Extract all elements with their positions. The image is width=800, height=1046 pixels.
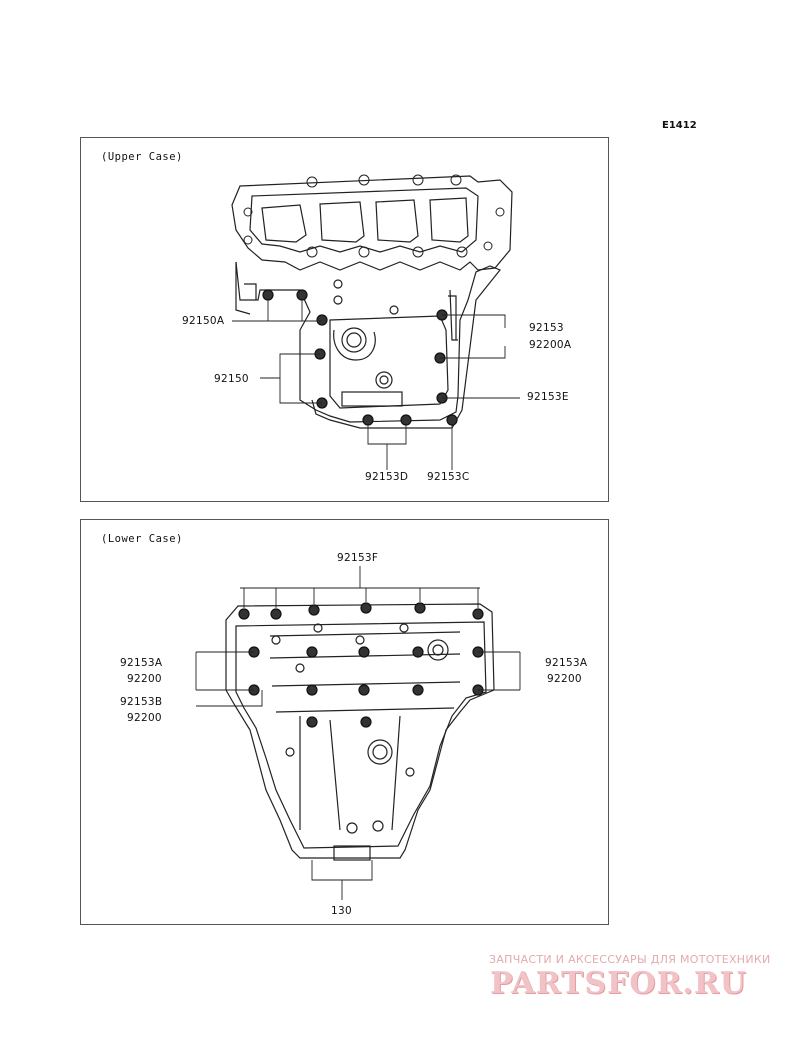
label-92153C: 92153C [427,471,470,483]
label-92153: 92153 [529,322,564,334]
label-92200-left-1: 92200 [127,673,162,685]
lower-case-panel [80,519,609,925]
label-92150: 92150 [214,373,249,385]
label-92153B: 92153B [120,696,163,708]
label-92150A: 92150A [182,315,225,327]
watermark-brand: PARTSFOR.RU [490,966,747,1001]
label-92200A: 92200A [529,339,572,351]
lower-case-title: (Lower Case) [101,533,183,545]
label-92153E: 92153E [527,391,569,403]
watermark-tagline: ЗАПЧАСТИ И АКСЕССУАРЫ ДЛЯ МОТОТЕХНИКИ [489,953,771,966]
label-92153A-left: 92153A [120,657,163,669]
label-92153A-right: 92153A [545,657,588,669]
label-92153F: 92153F [337,552,379,564]
upper-case-title: (Upper Case) [101,151,183,163]
label-92153D: 92153D [365,471,409,483]
label-92200-left-2: 92200 [127,712,162,724]
label-92200-right: 92200 [547,673,582,685]
label-130: 130 [331,905,352,917]
diagram-code: E1412 [662,120,697,131]
